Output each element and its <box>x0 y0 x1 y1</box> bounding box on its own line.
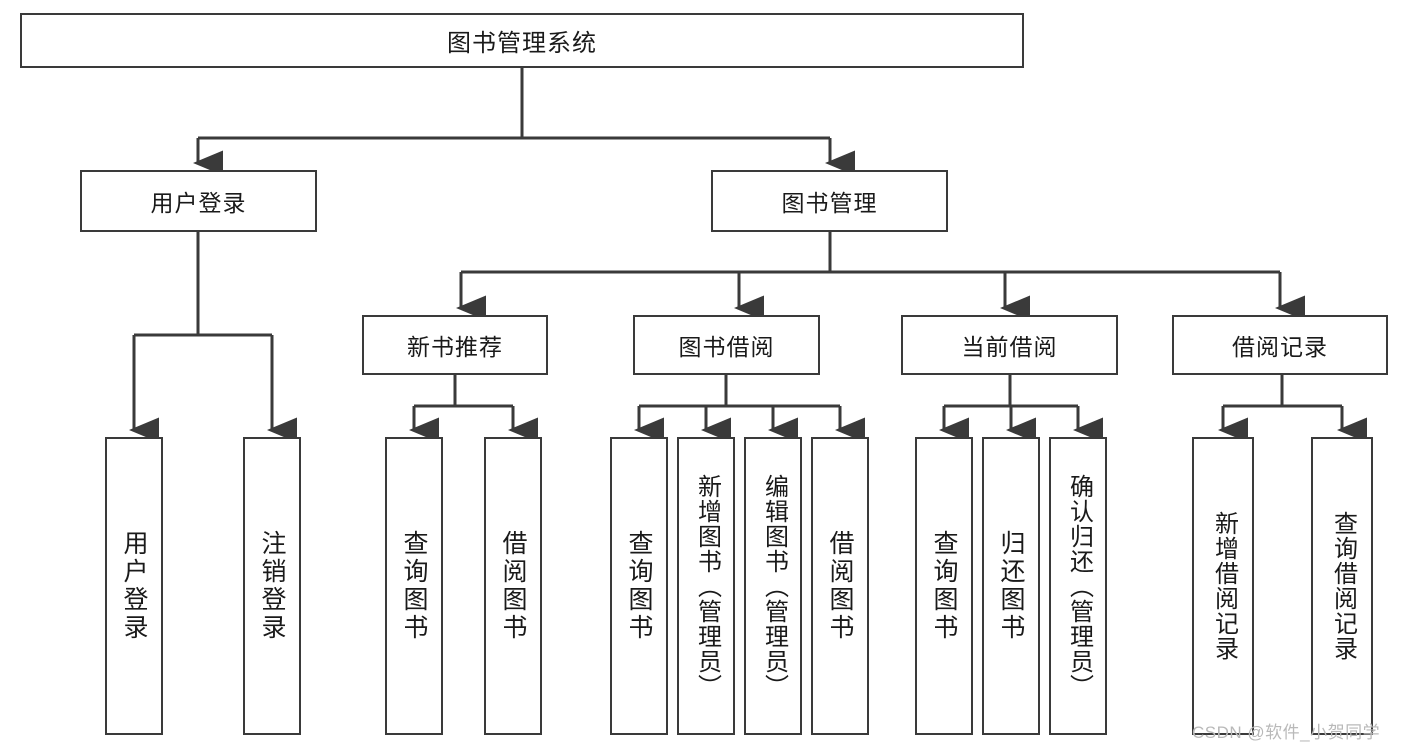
leaf-node[interactable]: 查询图书 <box>610 437 668 735</box>
node-borrow-records-label: 借阅记录 <box>1232 334 1328 360</box>
leaf-node[interactable]: 新增借阅记录 <box>1192 437 1254 735</box>
node-borrow-records[interactable]: 借阅记录 <box>1172 315 1388 375</box>
leaf-node[interactable]: 查询图书 <box>915 437 973 735</box>
node-book-borrow[interactable]: 图书借阅 <box>633 315 820 375</box>
leaf-node-label: 编辑图书（管理员） <box>760 473 788 699</box>
leaf-node[interactable]: 用户登录 <box>105 437 163 735</box>
leaf-node-label: 借阅图书 <box>826 530 854 642</box>
leaf-node[interactable]: 查询借阅记录 <box>1311 437 1373 735</box>
leaf-node-label: 归还图书 <box>997 530 1025 642</box>
node-new-book-recommend-label: 新书推荐 <box>407 334 503 360</box>
node-root[interactable]: 图书管理系统 <box>20 13 1024 68</box>
leaf-node[interactable]: 查询图书 <box>385 437 443 735</box>
node-book-borrow-label: 图书借阅 <box>678 334 775 360</box>
node-new-book-recommend[interactable]: 新书推荐 <box>362 315 548 375</box>
leaf-node[interactable]: 新增图书（管理员） <box>677 437 735 735</box>
leaf-node-label: 注销登录 <box>258 530 286 642</box>
leaf-node[interactable]: 注销登录 <box>243 437 301 735</box>
node-current-borrow[interactable]: 当前借阅 <box>901 315 1118 375</box>
node-root-label: 图书管理系统 <box>447 30 597 57</box>
node-user-login[interactable]: 用户登录 <box>80 170 317 232</box>
leaf-node-label: 用户登录 <box>120 530 148 642</box>
leaf-node-label: 借阅图书 <box>499 530 527 642</box>
leaf-node[interactable]: 确认归还（管理员） <box>1049 437 1107 735</box>
node-user-login-label: 用户登录 <box>150 190 247 216</box>
leaf-node-label: 查询图书 <box>400 530 428 642</box>
leaf-node[interactable]: 借阅图书 <box>484 437 542 735</box>
csdn-watermark: CSDN @软件_小贺同学 <box>1192 723 1381 742</box>
leaf-node-label: 查询图书 <box>625 530 653 642</box>
leaf-node-label: 新增图书（管理员） <box>693 473 721 699</box>
leaf-node-label: 新增借阅记录 <box>1210 511 1238 661</box>
leaf-node-label: 查询图书 <box>930 530 958 642</box>
leaf-node[interactable]: 借阅图书 <box>811 437 869 735</box>
leaf-node[interactable]: 归还图书 <box>982 437 1040 735</box>
leaf-node-label: 确认归还（管理员） <box>1065 473 1093 699</box>
node-book-management[interactable]: 图书管理 <box>711 170 948 232</box>
node-book-management-label: 图书管理 <box>781 190 878 216</box>
leaf-node-label: 查询借阅记录 <box>1329 511 1357 661</box>
leaf-node[interactable]: 编辑图书（管理员） <box>744 437 802 735</box>
node-current-borrow-label: 当前借阅 <box>961 334 1058 360</box>
